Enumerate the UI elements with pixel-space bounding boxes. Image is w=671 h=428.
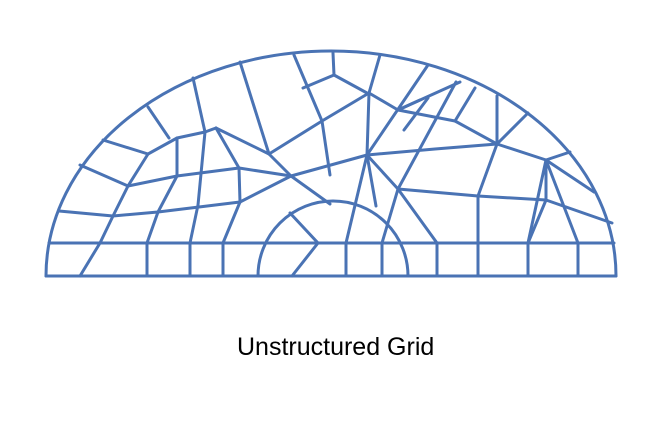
mesh-edge	[344, 153, 369, 245]
diagram-caption: Unstructured Grid	[237, 333, 435, 361]
mesh-edge	[237, 166, 293, 178]
mesh-edge	[331, 51, 336, 77]
mesh-edge	[367, 91, 400, 112]
outer-arc	[44, 49, 618, 278]
mesh-edge	[238, 60, 271, 156]
mesh-edge	[214, 126, 241, 170]
mesh-edge	[237, 166, 242, 204]
mesh-edge	[396, 187, 439, 245]
mesh-edge	[367, 53, 382, 95]
mesh-edge	[221, 200, 242, 245]
mesh-edge	[78, 241, 102, 278]
mesh-edge	[196, 130, 207, 207]
mesh-edge	[453, 86, 477, 123]
mesh-edge	[238, 174, 293, 204]
mesh-edge	[146, 105, 171, 140]
mesh-edge	[78, 163, 130, 188]
mesh-edge	[402, 96, 430, 132]
mesh-edge	[290, 241, 320, 278]
mesh-edge	[301, 73, 336, 90]
mesh-edge	[396, 80, 458, 191]
mesh-edge	[126, 166, 241, 188]
mesh-edge	[214, 91, 371, 156]
mesh-edge	[292, 53, 324, 123]
mesh-edge	[111, 184, 130, 218]
mesh-edge	[320, 119, 332, 177]
mesh-edge	[365, 91, 371, 157]
mesh-edge	[267, 152, 293, 178]
mesh-edge	[57, 200, 242, 218]
mesh-edge	[544, 158, 580, 245]
mesh-edge	[98, 214, 115, 245]
mesh-edge	[191, 76, 207, 134]
mesh-edge	[126, 152, 150, 188]
mesh-edge	[476, 142, 499, 198]
mesh-edge	[365, 153, 378, 208]
inner-arc	[256, 199, 410, 278]
mesh-edge	[101, 138, 150, 156]
mesh-edge	[156, 174, 179, 214]
mesh-edge	[365, 153, 400, 191]
mesh-edge	[380, 187, 400, 245]
mesh-edge	[396, 187, 614, 225]
mesh-edge	[365, 142, 572, 162]
mesh-edge	[495, 111, 530, 146]
mesh-edge	[526, 158, 548, 245]
mesh-edge	[145, 210, 160, 245]
mesh-edge	[396, 98, 422, 112]
mesh-edge	[289, 174, 332, 206]
mesh-edge	[188, 203, 200, 245]
mesh-edge	[288, 211, 320, 245]
mesh-edge	[203, 126, 218, 134]
grid-mesh	[44, 49, 618, 278]
mesh-edge	[332, 73, 369, 95]
mesh-edge	[396, 108, 499, 146]
mesh-edge	[526, 198, 548, 245]
mesh-edge	[544, 158, 596, 194]
